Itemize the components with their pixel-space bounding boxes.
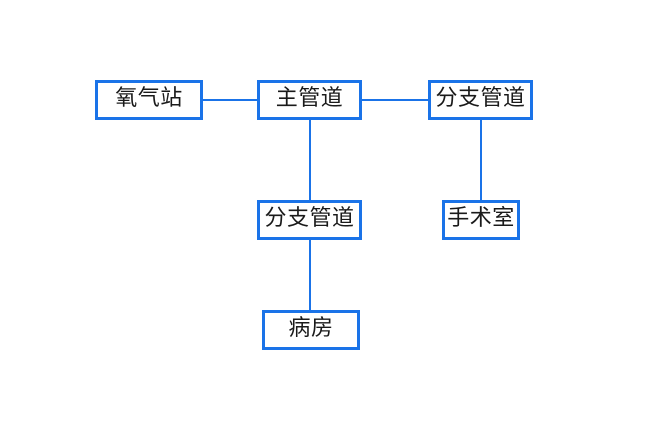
node-label-main-pipeline: 主管道 [275,86,344,111]
node-main-pipeline[interactable]: 主管道 [257,80,362,120]
node-ward[interactable]: 病房 [262,310,360,350]
edge-branch-middle-to-ward [309,239,311,311]
edge-main-to-branch-middle [309,119,311,201]
node-label-ward: 病房 [288,316,334,341]
node-branch-pipeline-right[interactable]: 分支管道 [428,80,533,120]
node-label-oxygen-station: 氧气站 [115,86,183,111]
node-label-operating-room: 手术室 [447,206,515,231]
edge-main-to-branch-right [361,99,429,101]
edge-oxygen-to-main [202,99,258,101]
node-operating-room[interactable]: 手术室 [442,200,520,240]
node-branch-pipeline-middle[interactable]: 分支管道 [257,200,362,240]
node-label-branch-pipeline-middle: 分支管道 [264,206,355,231]
node-label-branch-pipeline-right: 分支管道 [435,86,526,111]
node-oxygen-station[interactable]: 氧气站 [95,80,203,120]
edge-branch-right-to-operating-room [480,119,482,201]
